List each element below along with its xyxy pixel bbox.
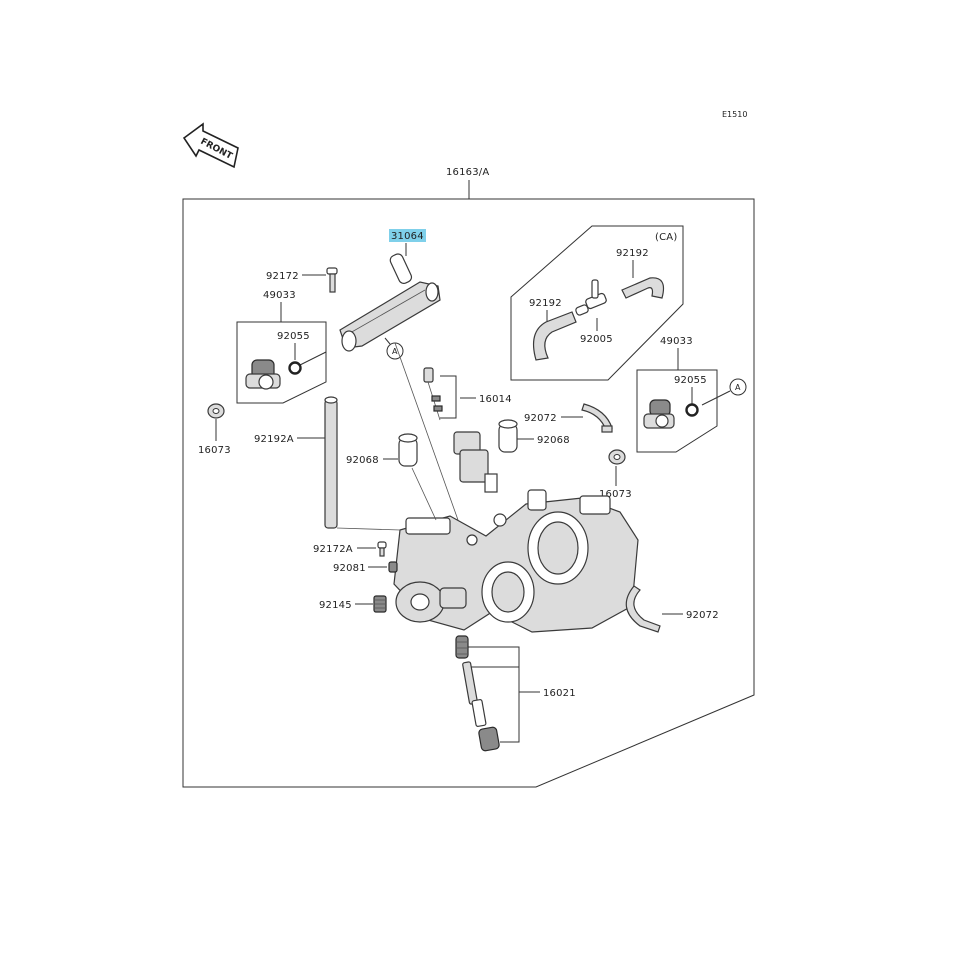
o-ring-right-part[interactable] [685,403,699,417]
highlight-31064 [389,229,426,242]
callout-92005[interactable]: 92005 [580,334,613,345]
assembly-frame [182,198,755,788]
bolt-92172-part[interactable] [326,267,338,293]
callout-92068-right[interactable]: 92068 [537,435,570,446]
screw-92172A-part[interactable] [377,541,387,557]
washer-left-part[interactable] [207,403,225,419]
assembly-label: 16163/A [446,167,489,178]
injector-left-part[interactable] [245,359,281,390]
callout-31064[interactable]: 31064 [391,231,424,242]
cap-left-part[interactable] [398,433,418,467]
ca-hose-right-part[interactable] [621,277,665,299]
hose-92192A-part[interactable] [324,396,338,529]
ca-label: (CA) [655,232,677,243]
callout-16014[interactable]: 16014 [479,394,512,405]
ca-subframe [510,225,684,381]
idle-adjuster-16021-part[interactable] [455,635,500,752]
spring-92081-part[interactable] [388,561,398,573]
callout-92145[interactable]: 92145 [319,600,352,611]
cap-right-part[interactable] [498,419,518,453]
callout-92192-left[interactable]: 92192 [529,298,562,309]
callout-92072-bottom[interactable]: 92072 [686,610,719,621]
svg-text:A: A [735,383,741,392]
delivery-pipe-part[interactable] [339,252,441,352]
ca-hose-left-part[interactable] [533,311,577,361]
callout-92072-top[interactable]: 92072 [524,413,557,424]
front-arrow-icon: FRONT [182,122,239,169]
clamp-bottom-part[interactable] [625,585,661,633]
callout-92192-top[interactable]: 92192 [616,248,649,259]
callout-92172[interactable]: 92172 [266,271,299,282]
callout-92055-left[interactable]: 92055 [277,331,310,342]
spring-92145-part[interactable] [373,595,387,613]
ref-marker-a-right: A [729,378,747,396]
throttle-pulley-part[interactable] [395,581,467,623]
callout-16073-left[interactable]: 16073 [198,445,231,456]
callout-49033-right[interactable]: 49033 [660,336,693,347]
bracket-frame-left [236,321,327,404]
washer-right-part[interactable] [608,449,626,465]
sensor-16014-part[interactable] [423,367,498,493]
callout-16021[interactable]: 16021 [543,688,576,699]
svg-text:A: A [392,347,398,356]
callout-92055-right[interactable]: 92055 [674,375,707,386]
callout-92081[interactable]: 92081 [333,563,366,574]
callout-92068-left[interactable]: 92068 [346,455,379,466]
ref-marker-a-top: A [386,342,404,360]
callout-92192A[interactable]: 92192A [254,434,294,445]
injector-right-part[interactable] [643,399,675,429]
callout-92172A[interactable]: 92172A [313,544,353,555]
callout-49033-left[interactable]: 49033 [263,290,296,301]
o-ring-left-part[interactable] [288,361,302,375]
ca-joint-92005-part[interactable] [575,279,607,316]
diagram-code: E1510 [722,110,747,119]
bracket-frame-right [636,369,718,453]
callout-16073-right[interactable]: 16073 [599,489,632,500]
